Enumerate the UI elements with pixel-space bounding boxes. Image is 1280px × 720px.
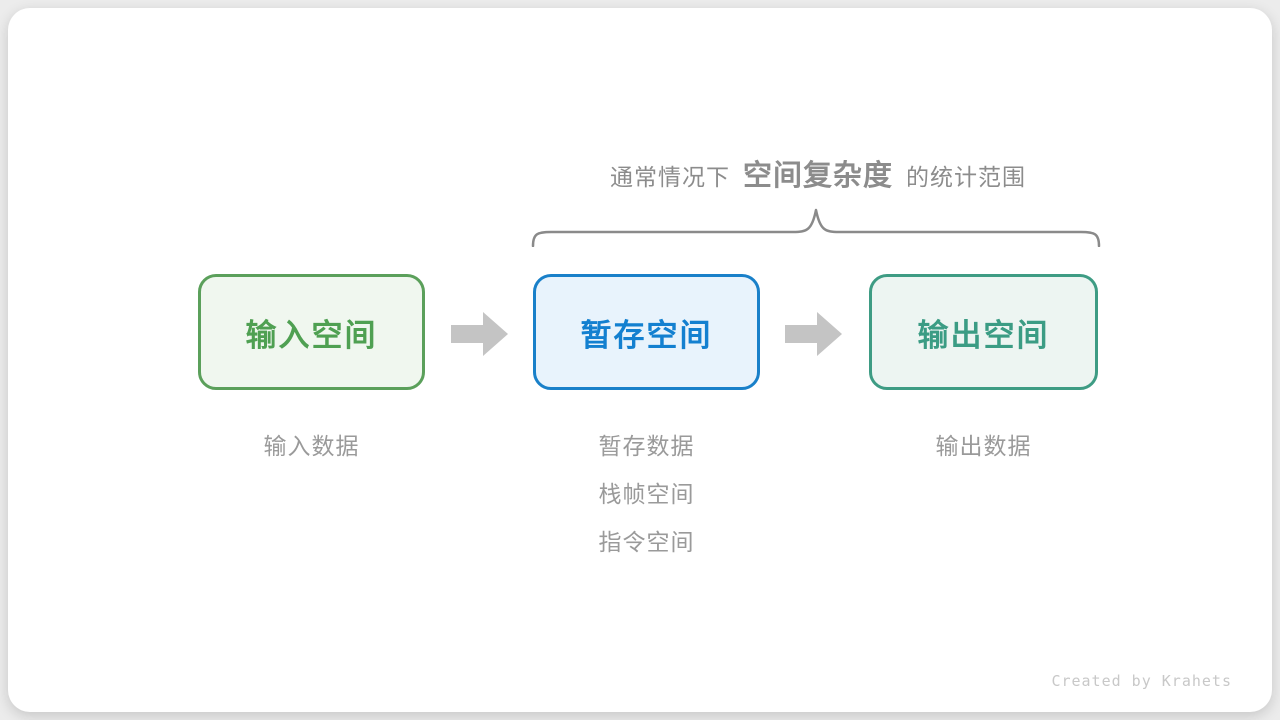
caption-highlight: 空间复杂度	[742, 160, 893, 192]
note-stack-frame-space: 栈帧空间	[598, 481, 695, 507]
brace-icon	[531, 208, 1101, 247]
box-input-space-label: 输入空间	[245, 317, 378, 353]
input-space-notes: 输入数据	[198, 432, 425, 480]
caption-prefix: 通常情况下	[609, 164, 730, 190]
arrow-right-icon	[785, 312, 842, 356]
box-output-space: 输出空间	[869, 274, 1098, 390]
output-space-notes: 输出数据	[869, 432, 1098, 480]
temp-space-notes: 暂存数据 栈帧空间 指令空间	[533, 432, 760, 576]
note-input-data: 输入数据	[263, 433, 360, 459]
caption: 通常情况下 空间复杂度 的统计范围	[533, 152, 1103, 196]
box-output-space-label: 输出空间	[917, 317, 1050, 353]
watermark: Created by Krahets	[1051, 672, 1232, 690]
note-instruction-space: 指令空间	[598, 529, 695, 555]
box-temp-space: 暂存空间	[533, 274, 760, 390]
note-output-data: 输出数据	[935, 433, 1032, 459]
caption-suffix: 的统计范围	[906, 164, 1026, 190]
arrow-right-icon	[451, 312, 508, 356]
box-temp-space-label: 暂存空间	[580, 317, 713, 353]
diagram-card: 通常情况下 空间复杂度 的统计范围 输入空间 暂存空间 输出空间 输入数据	[8, 8, 1272, 712]
note-temp-data: 暂存数据	[598, 433, 695, 459]
box-input-space: 输入空间	[198, 274, 425, 390]
